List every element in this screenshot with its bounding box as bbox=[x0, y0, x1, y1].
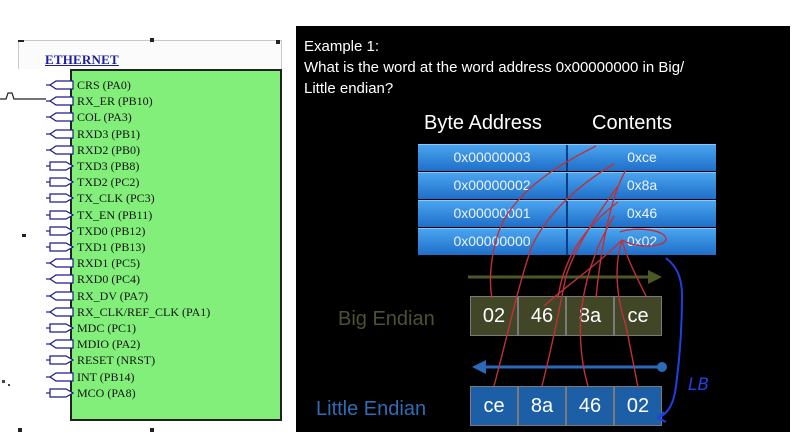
ethernet-schematic: ETHERNET CRS (PA0) RX_ER (PB10) COL (PA3) R… bbox=[0, 0, 296, 446]
pin-symbol bbox=[46, 242, 74, 252]
ethernet-header: ETHERNET bbox=[18, 40, 282, 69]
pin-label: RXD1 (PC5) bbox=[77, 256, 141, 270]
memory-row: 0x00000002 0x8a bbox=[418, 172, 716, 199]
ethernet-component-body bbox=[70, 69, 282, 421]
pin-label: INT (PB14) bbox=[77, 370, 135, 384]
memory-address: 0x00000000 bbox=[453, 233, 531, 249]
frame-corner bbox=[18, 40, 24, 42]
pin-label: TX_CLK (PC3) bbox=[77, 191, 155, 205]
little-endian-byte: 46 bbox=[566, 386, 614, 426]
memory-row: 0x00000001 0x46 bbox=[418, 200, 716, 227]
question-text: Example 1: What is the word at the word … bbox=[304, 36, 784, 99]
pin-label: RX_ER (PB10) bbox=[77, 94, 153, 108]
big-endian-label: Big Endian bbox=[338, 308, 435, 330]
memory-value: 0x02 bbox=[626, 233, 658, 249]
frame-corner bbox=[276, 40, 280, 44]
pin-symbol bbox=[46, 145, 74, 155]
memory-address: 0x00000002 bbox=[453, 177, 531, 193]
pin-label: RX_CLK/REF_CLK (PA1) bbox=[77, 305, 211, 319]
pin-label: MCO (PA8) bbox=[77, 386, 136, 400]
big-endian-arrowhead bbox=[648, 270, 662, 284]
frame-corner bbox=[18, 428, 22, 432]
pin-symbol bbox=[46, 339, 74, 349]
pin-symbol bbox=[46, 226, 74, 236]
pin-symbol bbox=[46, 307, 74, 317]
pin-symbol bbox=[46, 323, 74, 333]
memory-address: 0x00000001 bbox=[453, 205, 531, 221]
pin-symbol bbox=[46, 129, 74, 139]
memory-row: 0x00000000 0x02 bbox=[418, 228, 716, 255]
pin-label: MDC (PC1) bbox=[77, 321, 137, 335]
pin-symbol bbox=[46, 258, 74, 268]
little-endian-arrow-tail bbox=[657, 362, 667, 372]
frame-corner bbox=[150, 38, 154, 42]
frame-corner bbox=[22, 234, 26, 237]
pin-label: TXD3 (PB8) bbox=[77, 159, 140, 173]
pin-label: RXD0 (PC4) bbox=[77, 272, 141, 286]
byte-address-header: Byte Address bbox=[424, 112, 542, 134]
pin-symbol bbox=[46, 372, 74, 382]
example-label: Example 1: bbox=[304, 38, 380, 55]
little-endian-byte: 02 bbox=[614, 386, 662, 426]
memory-value: 0xce bbox=[627, 149, 657, 165]
pin-label: MDIO (PA2) bbox=[77, 337, 141, 351]
little-endian-label: Little Endian bbox=[316, 398, 427, 420]
ethernet-title: ETHERNET bbox=[45, 52, 119, 67]
pin-label: TXD2 (PC2) bbox=[77, 175, 140, 189]
pin-symbol bbox=[46, 177, 74, 187]
memory-value: 0x8a bbox=[626, 177, 658, 193]
pin-symbol bbox=[46, 112, 74, 122]
pin-label: RX_DV (PA7) bbox=[77, 289, 149, 303]
pin-symbol bbox=[46, 355, 74, 365]
question-line-1: What is the word at the word address 0x0… bbox=[304, 59, 685, 76]
memory-value: 0x46 bbox=[626, 205, 658, 221]
little-endian-arrowhead bbox=[472, 360, 486, 374]
slide: Example 1: What is the word at the word … bbox=[296, 26, 790, 432]
pin-symbol bbox=[46, 274, 74, 284]
big-endian-byte: 46 bbox=[518, 296, 566, 336]
frame-corner bbox=[150, 428, 154, 432]
pin-label: RXD2 (PB0) bbox=[77, 143, 141, 157]
little-endian-byte: 8a bbox=[518, 386, 566, 426]
big-endian-byte: 8a bbox=[566, 296, 614, 336]
pin-label: TXD0 (PB12) bbox=[77, 224, 146, 238]
pin-label: COL (PA3) bbox=[77, 110, 132, 124]
pin-symbol bbox=[46, 80, 74, 90]
pin-label: TXD1 (PB13) bbox=[77, 240, 146, 254]
big-endian-byte: ce bbox=[614, 296, 662, 336]
wire-dot bbox=[8, 384, 10, 386]
memory-address: 0x00000003 bbox=[453, 149, 531, 165]
wire-dot bbox=[2, 380, 5, 383]
pin-label: TX_EN (PB11) bbox=[77, 208, 153, 222]
little-endian-byte: ce bbox=[470, 386, 518, 426]
big-endian-byte: 02 bbox=[470, 296, 518, 336]
pin-symbol bbox=[46, 210, 74, 220]
pin-symbol bbox=[46, 96, 74, 106]
pin-symbol bbox=[46, 291, 74, 301]
question-line-2: Little endian? bbox=[304, 80, 394, 97]
pin-symbol bbox=[46, 388, 74, 398]
annotation-lb: LB bbox=[688, 375, 709, 395]
pin-label: RXD3 (PB1) bbox=[77, 127, 141, 141]
pin-symbol bbox=[46, 193, 74, 203]
memory-row: 0x00000003 0xce bbox=[418, 144, 716, 171]
pin-label: CRS (PA0) bbox=[77, 78, 131, 92]
contents-header: Contents bbox=[592, 112, 673, 134]
pin-symbol bbox=[46, 161, 74, 171]
wire-stub bbox=[0, 92, 46, 100]
pin-label: RESET (NRST) bbox=[77, 353, 156, 367]
